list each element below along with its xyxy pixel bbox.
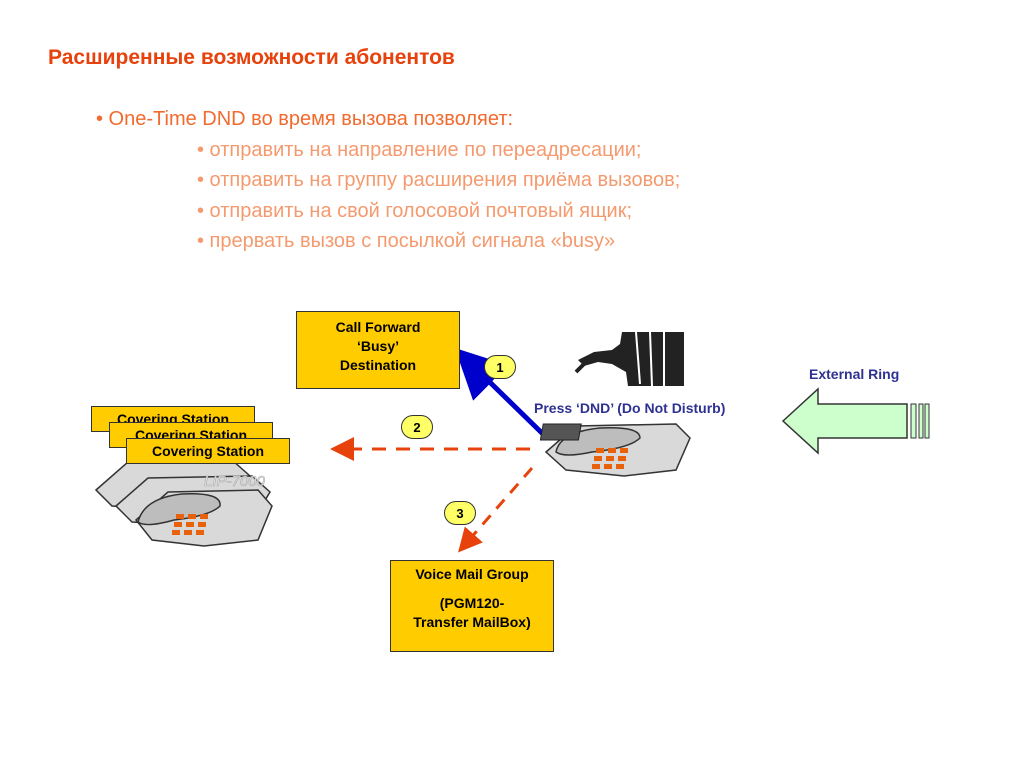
call-forward-box: Call Forward ‘Busy’ Destination [296,311,460,389]
step-2-badge: 2 [401,415,433,439]
step-1-badge: 1 [484,355,516,379]
page-title: Расширенные возможности абонентов [48,46,455,69]
arrow-step-3 [458,467,534,553]
call-forward-line1: Call Forward [335,319,421,335]
voice-mail-line1: Voice Mail Group [415,566,529,582]
bullet-sub-2: • отправить на группу расширения приёма … [197,169,681,191]
covering-phones-icon [94,459,273,547]
call-forward-line3: Destination [339,357,417,373]
voice-mail-line2: (PGM120- [439,595,505,611]
bullet-sub-4: • прервать вызов с посылкой сигнала «bus… [197,230,616,252]
call-forward-line2: ‘Busy’ [356,338,399,354]
external-ring-label: External Ring [809,366,900,382]
voice-mail-box: Voice Mail Group (PGM120- Transfer MailB… [390,560,554,652]
press-dnd-label: Press ‘DND’ (Do Not Disturb) [534,400,726,416]
arrow-step-1 [454,348,548,439]
bullet-sub-1: • отправить на направление по переадреса… [197,138,642,161]
voice-mail-line3: Transfer MailBox) [413,614,531,630]
phone-main-icon [539,423,691,477]
covering-station-3: Covering Station [126,438,290,464]
bullet-main: • One-Time DND во время вызова позволяет… [96,108,514,130]
phone-model-label: LIP-7000 [204,473,266,490]
bullet-list: • One-Time DND во время вызова позволяет… [96,104,680,257]
step-3-badge: 3 [444,501,476,525]
bullet-sub-3: • отправить на свой голосовой почтовый я… [197,199,633,222]
person-icon [574,331,684,387]
external-ring-arrow [781,387,930,455]
